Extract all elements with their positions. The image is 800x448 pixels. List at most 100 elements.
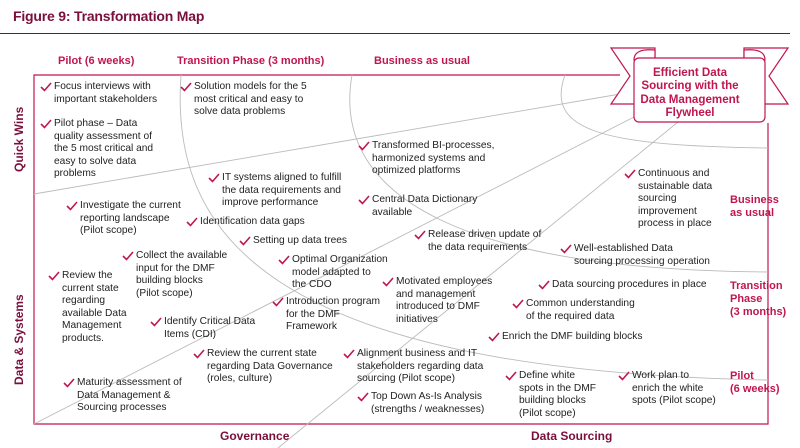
axis-data-systems: Data & Systems	[12, 294, 26, 385]
checklist-item: Motivated employees and management intro…	[382, 276, 492, 326]
checkmark-icon	[512, 299, 524, 309]
checklist-item-text: Maturity assessment of Data Management &…	[77, 377, 182, 414]
checkmark-icon	[278, 255, 290, 265]
checklist-item: Pilot phase – Data quality assessment of…	[40, 118, 153, 181]
checklist-item-text: Top Down As-Is Analysis (strengths / wea…	[371, 391, 485, 415]
checkmark-icon	[180, 82, 192, 92]
checkmark-icon	[624, 169, 636, 179]
checklist-item: Review the current state regarding avail…	[48, 270, 127, 346]
checklist-item: Maturity assessment of Data Management &…	[63, 377, 182, 415]
checklist-item: Collect the available input for the DMF …	[122, 250, 227, 300]
column-transition: Transition Phase (3 months)	[177, 55, 325, 67]
checklist-item-text: Focus interviews with important stakehol…	[54, 81, 158, 105]
checklist-item: Common understanding of the required dat…	[512, 298, 635, 323]
checkmark-icon	[488, 332, 500, 342]
checkmark-icon	[618, 371, 630, 381]
checklist-item: Optimal Organization model adapted to th…	[278, 254, 388, 292]
checkmark-icon	[414, 230, 426, 240]
checkmark-icon	[40, 82, 52, 92]
checkmark-icon	[382, 277, 394, 287]
checklist-item: Define white spots in the DMF building b…	[505, 370, 596, 420]
checklist-item: Release driven update of the data requir…	[414, 229, 541, 254]
checklist-item-text: Review the current state regarding avail…	[62, 270, 127, 344]
checklist-item-text: Pilot phase – Data quality assessment of…	[54, 118, 154, 180]
checklist-item: Top Down As-Is Analysis (strengths / wea…	[357, 391, 484, 416]
axis-quick-wins: Quick Wins	[12, 106, 26, 172]
checklist-item-text: Alignment business and IT stakeholders r…	[357, 348, 484, 385]
checklist-item: Setting up data trees	[239, 235, 347, 248]
checklist-item-text: Well-established Data sourcing processin…	[574, 243, 710, 267]
checklist-item-text: Central Data Dictionary available	[372, 194, 478, 218]
checkmark-icon	[239, 236, 251, 246]
checkmark-icon	[358, 141, 370, 151]
checklist-item: Central Data Dictionary available	[358, 194, 477, 219]
checklist-item: Well-established Data sourcing processin…	[560, 243, 710, 268]
checkmark-icon	[63, 378, 75, 388]
checklist-item-text: IT systems aligned to fulfill the data r…	[222, 172, 342, 209]
row-pilot: Pilot (6 weeks)	[730, 370, 780, 395]
axis-governance: Governance	[220, 429, 290, 443]
diagonal-quickwins	[33, 91, 633, 195]
checklist-item-text: Collect the available input for the DMF …	[136, 250, 228, 299]
checkmark-icon	[358, 195, 370, 205]
phase-curve-business	[560, 74, 769, 149]
checkmark-icon	[560, 244, 572, 254]
checklist-item: Alignment business and IT stakeholders r…	[343, 348, 483, 386]
column-pilot: Pilot (6 weeks)	[58, 55, 135, 67]
checklist-item-text: Introduction program for the DMF Framewo…	[286, 296, 381, 333]
checklist-item-text: Optimal Organization model adapted to th…	[292, 254, 388, 291]
checkmark-icon	[505, 371, 517, 381]
checkmark-icon	[66, 201, 78, 211]
checklist-item: Focus interviews with important stakehol…	[40, 81, 157, 106]
checklist-item-text: Identify Critical Data Items (CDI)	[164, 316, 256, 340]
row-transition: Transition Phase (3 months)	[730, 280, 787, 318]
checklist-item-text: Release driven update of the data requir…	[428, 229, 542, 253]
checklist-item: Transformed BI-processes, harmonized sys…	[358, 140, 494, 178]
checklist-item: Identification data gaps	[186, 216, 305, 229]
checklist-item: Solution models for the 5 most critical …	[180, 81, 307, 119]
checklist-item-text: Solution models for the 5 most critical …	[194, 81, 307, 118]
diagonal-datasourcing	[277, 121, 679, 448]
checklist-item-text: Enrich the DMF building blocks	[502, 331, 643, 342]
checklist-item-text: Define white spots in the DMF building b…	[519, 370, 596, 419]
checkmark-icon	[122, 251, 134, 261]
checklist-item-text: Transformed BI-processes, harmonized sys…	[372, 140, 495, 177]
checklist-item: Work plan to enrich the white spots (Pil…	[618, 370, 716, 408]
phase-curve-pilot	[179, 74, 769, 381]
checkmark-icon	[272, 297, 284, 307]
checkmark-icon	[48, 271, 60, 281]
checklist-item-text: Setting up data trees	[253, 235, 348, 246]
checkmark-icon	[357, 392, 369, 402]
checklist-item: Enrich the DMF building blocks	[488, 331, 642, 344]
checklist-item: IT systems aligned to fulfill the data r…	[208, 172, 341, 210]
checklist-item-text: Review the current state regarding Data …	[207, 348, 333, 385]
column-business-as-usual: Business as usual	[374, 55, 470, 67]
checklist-item: Data sourcing procedures in place	[538, 279, 707, 292]
checklist-item: Identify Critical Data Items (CDI)	[150, 316, 255, 341]
row-business-as-usual: Business as usual	[730, 194, 779, 219]
checkmark-icon	[538, 280, 550, 290]
checklist-item: Review the current state regarding Data …	[193, 348, 333, 386]
checklist-item: Continuous and sustainable data sourcing…	[624, 168, 712, 231]
title-divider	[0, 33, 790, 34]
checkmark-icon	[343, 349, 355, 359]
checkmark-icon	[208, 173, 220, 183]
checklist-item-text: Identification data gaps	[200, 216, 305, 227]
figure-title: Figure 9: Transformation Map	[13, 8, 205, 24]
checklist-item-text: Work plan to enrich the white spots (Pil…	[632, 370, 716, 407]
checkmark-icon	[150, 317, 162, 327]
flywheel-banner-title: Efficient Data Sourcing with the Data Ma…	[640, 66, 740, 119]
checklist-item-text: Motivated employees and management intro…	[396, 276, 493, 325]
checklist-item: Investigate the current reporting landsc…	[66, 200, 181, 238]
flywheel-banner-ribbon	[609, 47, 790, 123]
checkmark-icon	[186, 217, 198, 227]
diagonal-governance	[33, 116, 635, 425]
checkmark-icon	[40, 119, 52, 129]
checkmark-icon	[193, 349, 205, 359]
checklist-item-text: Investigate the current reporting landsc…	[80, 200, 181, 237]
axis-data-sourcing: Data Sourcing	[531, 429, 613, 443]
phase-curve-transition	[349, 74, 769, 273]
checklist-item-text: Data sourcing procedures in place	[552, 279, 707, 290]
checklist-item-text: Common understanding of the required dat…	[526, 298, 635, 322]
